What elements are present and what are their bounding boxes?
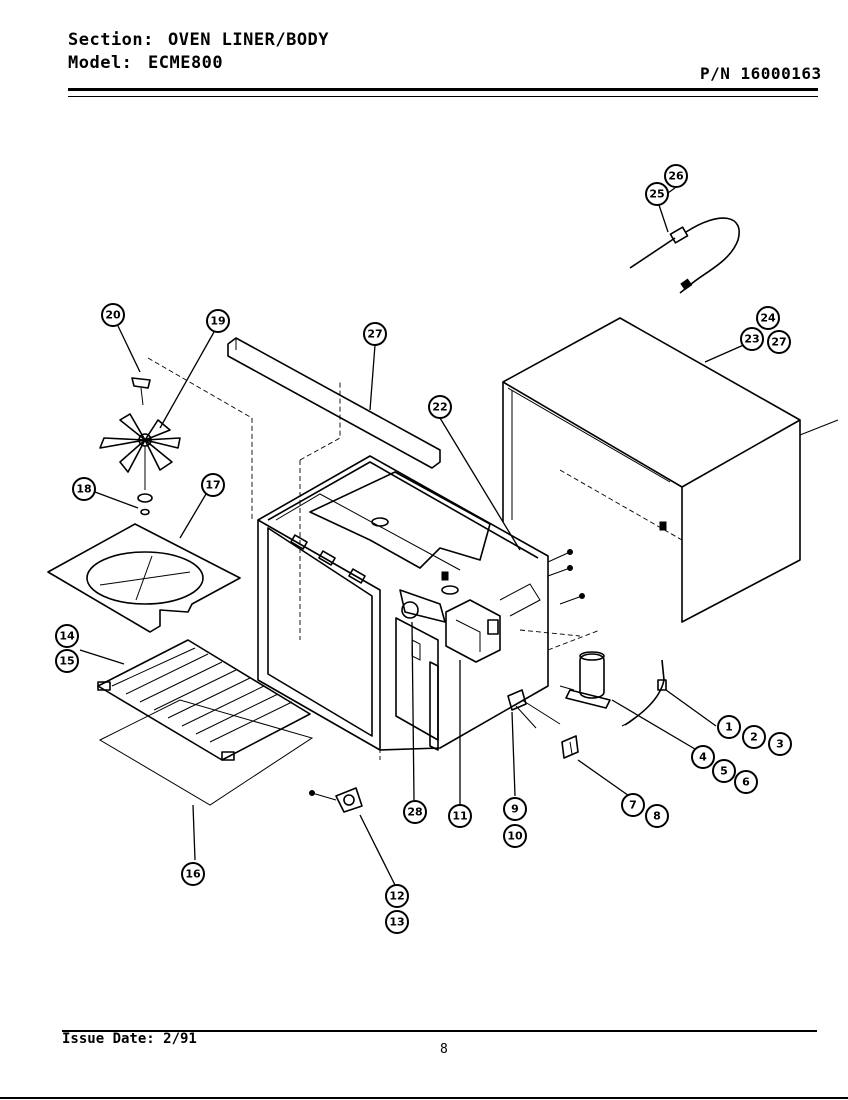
- mounting-screws: [519, 549, 601, 651]
- callout-13: 13: [385, 910, 409, 934]
- control-box: [445, 583, 541, 663]
- svg-text:22: 22: [432, 401, 447, 414]
- svg-text:28: 28: [407, 806, 422, 819]
- svg-text:2: 2: [750, 731, 758, 744]
- callout-19: 19: [206, 309, 230, 333]
- callout-1: 1: [717, 715, 741, 739]
- svg-text:13: 13: [389, 916, 404, 929]
- callout-17: 17: [201, 473, 225, 497]
- fan-blade-assembly: [99, 357, 253, 520]
- callout-28: 28: [403, 800, 427, 824]
- callout-4: 4: [691, 745, 715, 769]
- callout-27-strip: 27: [363, 322, 387, 346]
- svg-text:27: 27: [771, 336, 786, 349]
- svg-text:19: 19: [210, 315, 225, 328]
- model-number: ECME800: [148, 53, 224, 73]
- model-label: Model:: [68, 53, 133, 73]
- callout-22: 22: [428, 395, 452, 419]
- capacitor: [559, 651, 611, 709]
- svg-text:4: 4: [699, 751, 707, 764]
- leader-lines: [79, 187, 756, 886]
- callout-24: 24: [756, 306, 780, 330]
- lamp-socket: [309, 787, 363, 813]
- svg-text:26: 26: [668, 170, 684, 183]
- svg-text:18: 18: [76, 483, 91, 496]
- callout-6: 6: [734, 770, 758, 794]
- callout-8: 8: [645, 804, 669, 828]
- svg-text:3: 3: [776, 738, 784, 751]
- callout-11: 11: [448, 804, 472, 828]
- svg-text:1: 1: [725, 721, 733, 734]
- section-title: OVEN LINER/BODY: [168, 30, 330, 50]
- issue-date: Issue Date: 2/91: [62, 1031, 197, 1047]
- callout-9: 9: [503, 797, 527, 821]
- callout-23: 23: [740, 327, 764, 351]
- callout-25: 25: [645, 182, 669, 206]
- svg-text:23: 23: [744, 333, 759, 346]
- callout-10: 10: [503, 824, 527, 848]
- callout-20: 20: [101, 303, 125, 327]
- section-label: Section:: [68, 30, 154, 50]
- top-trim-strip: [227, 337, 441, 469]
- footer-rule: [62, 1030, 817, 1032]
- svg-text:20: 20: [105, 309, 121, 322]
- svg-text:24: 24: [760, 312, 776, 325]
- callout-2: 2: [742, 725, 766, 749]
- part-number: P/N 16000163: [700, 64, 822, 83]
- fan-cover-plate: [47, 523, 241, 633]
- header-rule: [68, 88, 818, 91]
- outer-cabinet: [502, 317, 839, 623]
- svg-text:15: 15: [59, 655, 74, 668]
- side-bracket: [395, 617, 439, 751]
- svg-text:6: 6: [742, 776, 750, 789]
- clip-bracket: [561, 735, 579, 759]
- heating-element: [97, 639, 311, 761]
- svg-text:8: 8: [653, 810, 661, 823]
- svg-text:17: 17: [205, 479, 220, 492]
- svg-text:11: 11: [452, 810, 467, 823]
- svg-text:10: 10: [507, 830, 523, 843]
- header-rule-thin: [68, 96, 818, 97]
- callout-27-cabinet: 27: [767, 330, 791, 354]
- bottom-insulation-sheet: [98, 699, 314, 806]
- svg-text:16: 16: [185, 868, 201, 881]
- page-bottom-edge: [0, 1097, 848, 1099]
- callout-16: 16: [181, 862, 205, 886]
- svg-text:9: 9: [511, 803, 519, 816]
- door-switch: [507, 689, 561, 729]
- svg-text:27: 27: [367, 328, 382, 341]
- svg-text:7: 7: [629, 799, 637, 812]
- svg-text:5: 5: [720, 765, 728, 778]
- terminal-wire: [621, 659, 667, 727]
- page-number: 8: [440, 1042, 448, 1057]
- callout-3: 3: [768, 732, 792, 756]
- svg-text:25: 25: [649, 188, 664, 201]
- callout-18: 18: [72, 477, 96, 501]
- callout-5: 5: [712, 759, 736, 783]
- oven-liner: [257, 380, 549, 760]
- callout-15: 15: [55, 649, 79, 673]
- svg-text:12: 12: [389, 890, 404, 903]
- callout-12: 12: [385, 884, 409, 908]
- callout-26: 26: [664, 164, 688, 188]
- svg-text:14: 14: [59, 630, 75, 643]
- temperature-probe: [629, 217, 740, 294]
- callout-7: 7: [621, 793, 645, 817]
- callout-14: 14: [55, 624, 79, 648]
